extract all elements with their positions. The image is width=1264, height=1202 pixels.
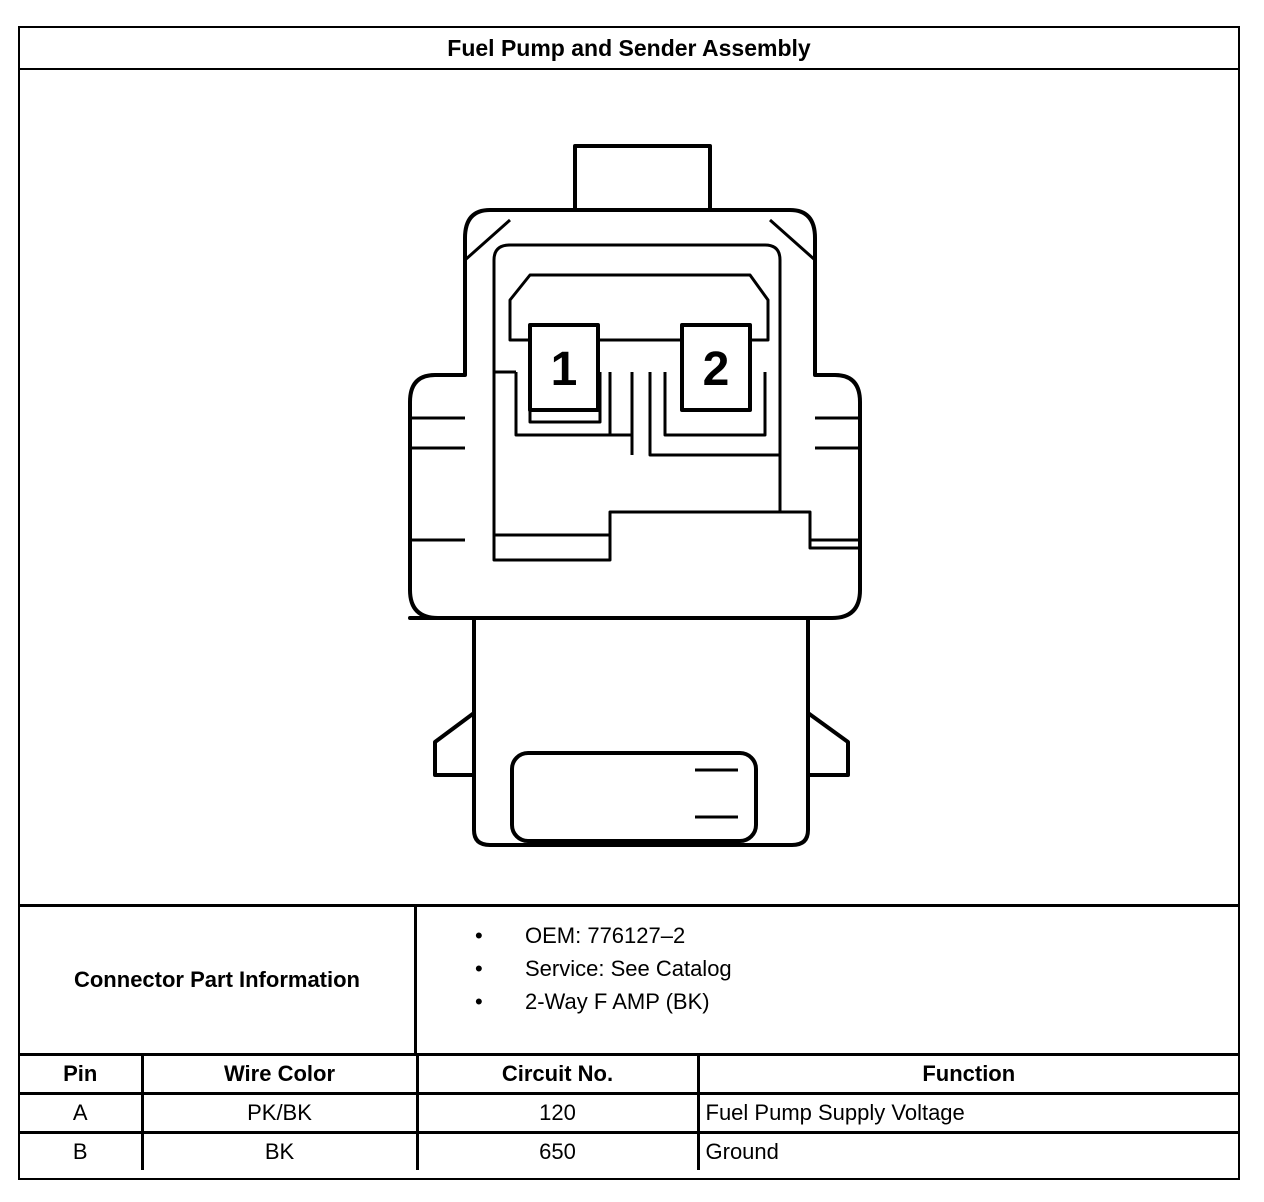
connector-left-tab	[433, 711, 476, 777]
cell-circuit: 650	[415, 1131, 700, 1170]
cell-circuit: 120	[415, 1092, 700, 1134]
part-info-list: • OEM: 776127–2 • Service: See Catalog •…	[475, 919, 732, 1018]
bullet-icon: •	[475, 923, 483, 948]
pin-2-box	[680, 323, 752, 412]
connector-lower-shroud	[472, 618, 810, 847]
bullet-icon: •	[475, 956, 483, 981]
part-info-description: 2-Way F AMP (BK)	[525, 989, 710, 1014]
pin-table-header: Pin Wire Color Circuit No. Function	[20, 1056, 1238, 1095]
header-function: Function	[696, 1056, 1238, 1095]
bullet-icon: •	[475, 989, 483, 1014]
connector-body-outline	[408, 208, 862, 621]
cell-pin: A	[20, 1092, 144, 1134]
connector-chamfer-right	[769, 218, 816, 262]
connector-top-latch	[573, 144, 712, 210]
header-wire-color: Wire Color	[140, 1056, 419, 1095]
pin-1-box	[528, 323, 600, 412]
part-info-section: Connector Part Information • OEM: 776127…	[20, 904, 1238, 1056]
part-info-item: • OEM: 776127–2	[475, 919, 732, 952]
connector-diagram: 1 2	[20, 70, 1238, 904]
cell-function: Fuel Pump Supply Voltage	[696, 1092, 1238, 1134]
connector-pin-cavity	[508, 273, 770, 342]
connector-sheet: Fuel Pump and Sender Assembly	[18, 26, 1240, 1180]
connector-left-ribs	[410, 416, 465, 542]
sheet-title: Fuel Pump and Sender Assembly	[20, 28, 1238, 70]
cell-wire-color: BK	[140, 1131, 419, 1170]
connector-drawing: 1 2	[408, 144, 862, 847]
terminal-recess-2-inner	[663, 372, 767, 437]
connector-right-ribs	[810, 292, 860, 542]
part-info-oem: OEM: 776127–2	[525, 923, 686, 948]
connector-inner-housing	[492, 243, 782, 562]
part-info-item: • 2-Way F AMP (BK)	[475, 985, 732, 1018]
cell-pin: B	[20, 1131, 144, 1170]
part-info-item: • Service: See Catalog	[475, 952, 732, 985]
connector-lock-marks	[695, 768, 738, 819]
pin-1-label: 1	[551, 343, 578, 396]
connector-inner-step	[610, 510, 860, 550]
part-info-service: Service: See Catalog	[525, 956, 732, 981]
cell-wire-color: PK/BK	[140, 1092, 419, 1134]
header-pin: Pin	[20, 1056, 144, 1095]
terminal-recess-left-drop	[494, 370, 634, 455]
connector-right-tab	[806, 711, 850, 777]
part-info-label: Connector Part Information	[20, 907, 417, 1053]
pin-2-label: 2	[703, 343, 730, 396]
header-circuit: Circuit No.	[415, 1056, 700, 1095]
cell-function: Ground	[696, 1131, 1238, 1170]
connector-chamfer-left	[464, 218, 511, 262]
connector-lock-window	[510, 751, 758, 843]
table-row: A PK/BK 120 Fuel Pump Supply Voltage	[20, 1092, 1238, 1134]
terminal-recess-1	[514, 372, 612, 437]
table-row: B BK 650 Ground	[20, 1131, 1238, 1170]
pin-table: Pin Wire Color Circuit No. Function A PK…	[20, 1056, 1238, 1170]
